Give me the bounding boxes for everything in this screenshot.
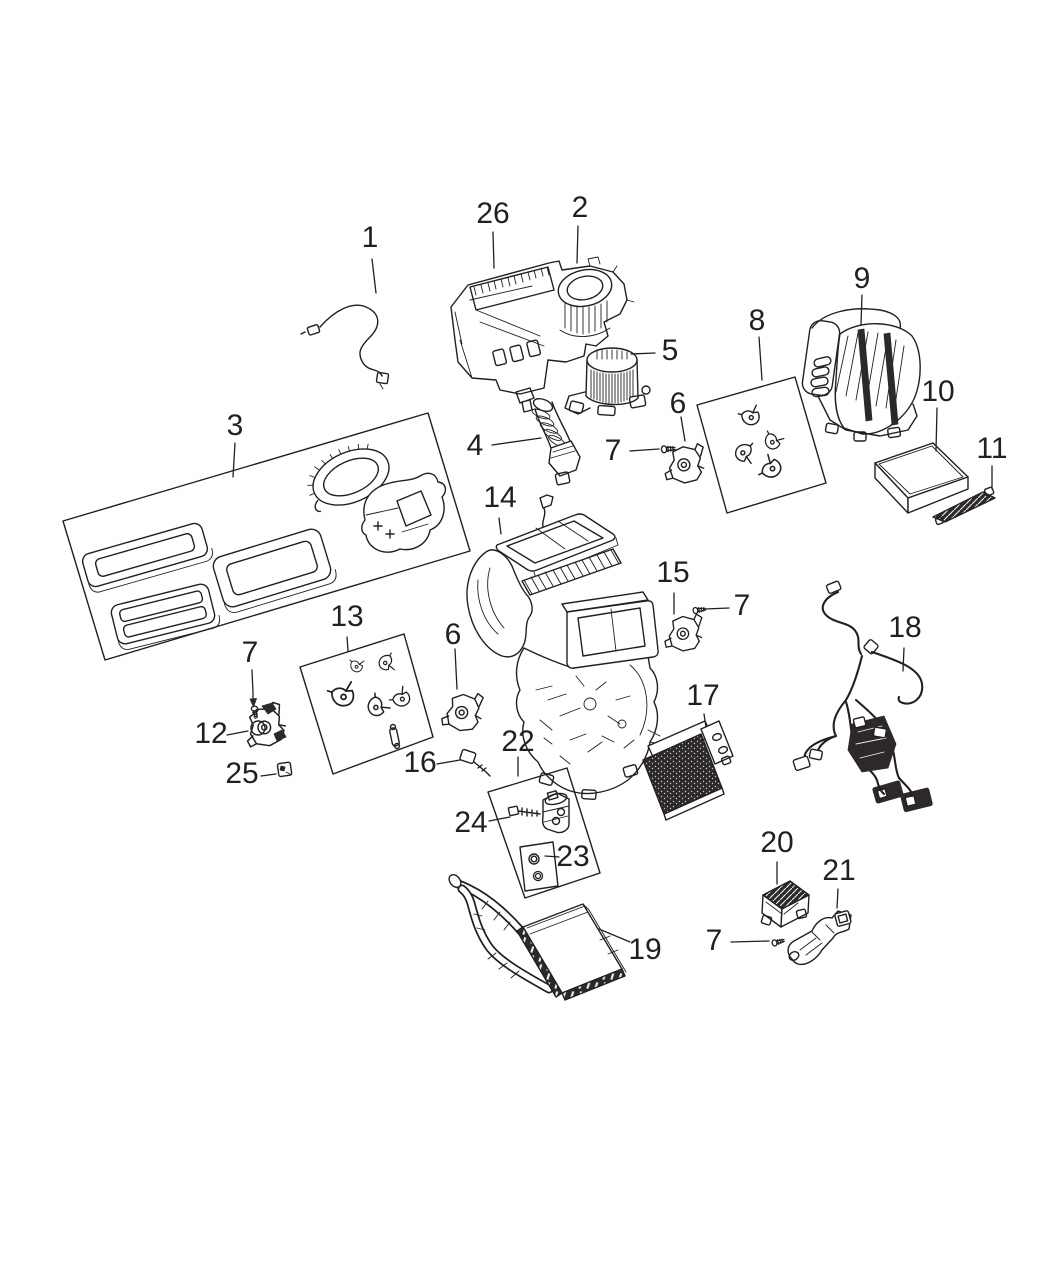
leader-line	[232, 442, 236, 478]
part-21-bracket	[787, 910, 852, 966]
callout-14: 14	[483, 481, 516, 514]
leader-line	[436, 759, 461, 765]
callout-7d: 7	[706, 924, 723, 957]
leader-line	[730, 940, 770, 943]
part-7-screw-d	[770, 936, 786, 948]
kit-box-3	[62, 412, 471, 661]
leader-line	[629, 448, 660, 452]
part-14-hvac-housing	[466, 494, 661, 801]
part-22-expansion-valve	[541, 790, 570, 834]
callout-7b: 7	[734, 589, 751, 622]
callout-9: 9	[854, 262, 871, 295]
leader-line	[492, 231, 495, 269]
part-10-cabin-filter	[874, 442, 969, 514]
leader-line	[260, 773, 277, 777]
part-6-actuator-b	[439, 686, 487, 736]
callout-10: 10	[921, 375, 954, 408]
callout-5: 5	[662, 334, 679, 367]
callout-22: 22	[501, 725, 534, 758]
leader-line	[371, 258, 377, 294]
callout-8: 8	[749, 304, 766, 337]
leader-line	[454, 648, 458, 690]
callout-3: 3	[227, 409, 244, 442]
part-7-screw-b	[692, 605, 707, 615]
leader-line-with-arrow	[249, 669, 257, 708]
part-3-oval-seal	[307, 443, 390, 513]
part-19-heater-core	[448, 873, 627, 1001]
leader-line	[598, 928, 631, 943]
callout-15: 15	[656, 556, 689, 589]
leader-line	[576, 225, 579, 264]
callout-25: 25	[225, 757, 258, 790]
leader-line	[836, 888, 839, 909]
callout-labels: 1 26 2 5 4 7 6 8 9 10 11 3 14 15 7 13 7 …	[194, 191, 1007, 966]
part-17-evaporator	[642, 720, 734, 821]
part-23-oring-kit	[519, 841, 559, 892]
callout-1: 1	[362, 221, 379, 254]
part-18-wiring-harness	[792, 580, 933, 813]
part-20-power-module	[760, 880, 810, 928]
part-15-actuator	[663, 610, 705, 654]
leader-line	[544, 855, 560, 858]
callout-4: 4	[467, 429, 484, 462]
callout-13: 13	[330, 600, 363, 633]
kit-box-8	[696, 376, 827, 514]
callout-24: 24	[454, 806, 487, 839]
leader-line	[630, 352, 656, 355]
callout-18: 18	[888, 611, 921, 644]
kit-box-22	[487, 767, 601, 899]
callout-20: 20	[760, 826, 793, 859]
kit-box-13	[299, 633, 434, 775]
part-1-wire-probe	[300, 304, 390, 390]
leader-line	[860, 294, 863, 325]
leader-line	[935, 407, 938, 452]
leader-line	[346, 636, 349, 652]
leader-line	[488, 816, 511, 822]
part-4-flex-duct	[531, 397, 581, 486]
callout-2: 2	[572, 191, 589, 224]
callout-21: 21	[822, 854, 855, 887]
part-25-clip	[276, 761, 293, 778]
leader-line	[703, 713, 707, 728]
callout-26: 26	[476, 197, 509, 230]
part-3-seal-plate	[361, 472, 447, 553]
callout-6a: 6	[670, 387, 687, 420]
leader-line	[498, 517, 502, 535]
callout-23: 23	[556, 840, 589, 873]
leader-line	[491, 437, 542, 446]
part-26-2-inlet-housing	[450, 256, 635, 413]
callout-12: 12	[194, 717, 227, 750]
leader-line	[680, 416, 686, 442]
callout-6b: 6	[445, 618, 462, 651]
callout-7c: 7	[242, 636, 259, 669]
leader-line	[902, 647, 905, 672]
part-11-filter-grille	[932, 486, 996, 526]
part-16-sensor	[459, 748, 491, 777]
leader-line	[226, 730, 249, 736]
callout-16: 16	[403, 746, 436, 779]
leader-lines	[226, 225, 993, 943]
callout-11: 11	[976, 432, 1007, 465]
callout-17: 17	[686, 679, 719, 712]
leader-line	[758, 336, 763, 381]
callout-19: 19	[628, 933, 661, 966]
callout-7a: 7	[605, 434, 622, 467]
part-9-blower-housing	[801, 308, 921, 442]
part-12-actuator	[240, 700, 289, 751]
part-24-bolt	[507, 805, 541, 817]
part-5-blower-motor	[564, 347, 651, 417]
leader-line	[704, 607, 730, 610]
